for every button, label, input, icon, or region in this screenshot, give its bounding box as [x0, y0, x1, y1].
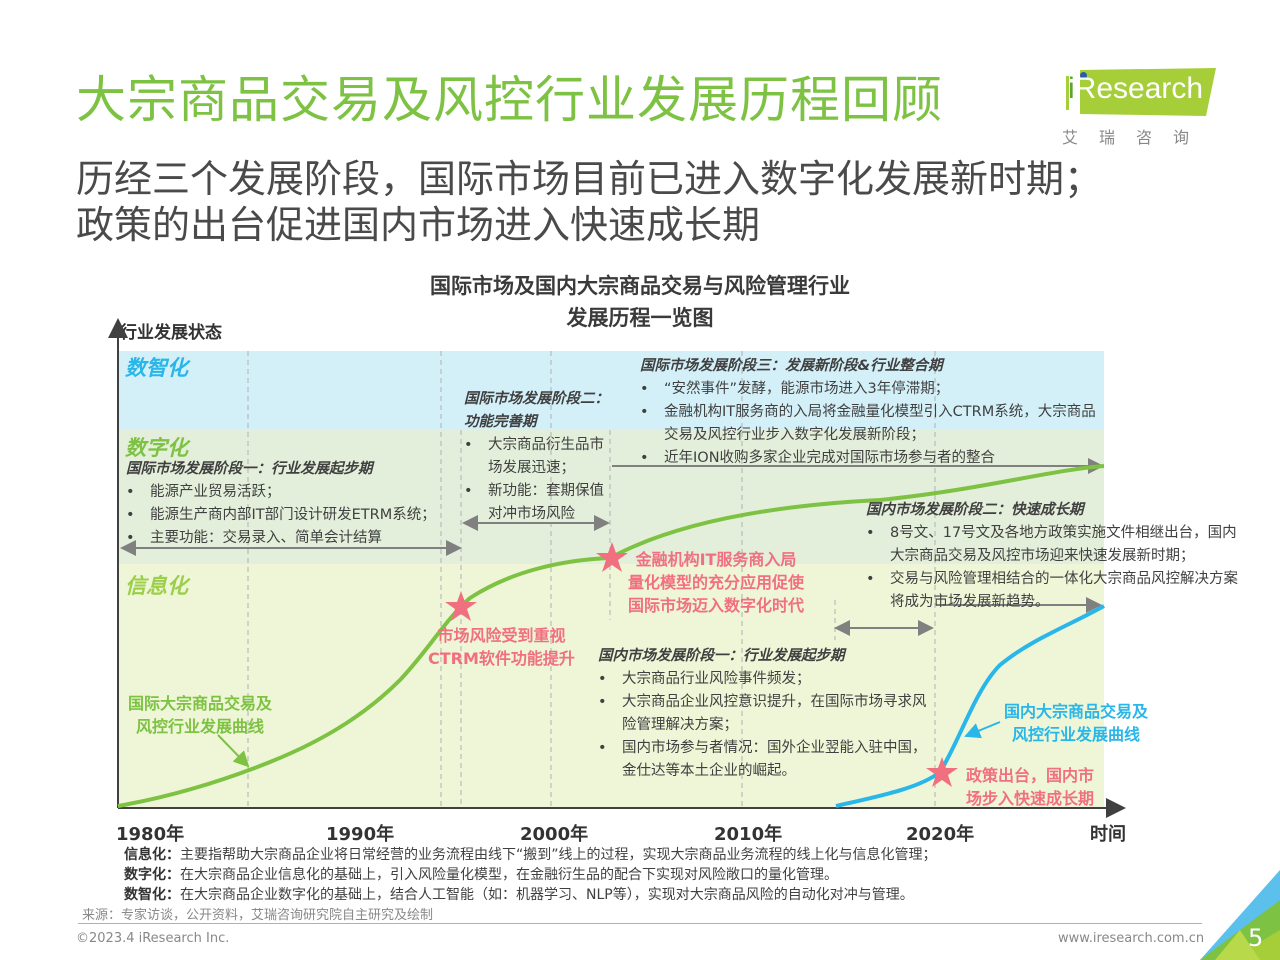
source-note: 来源：专家访谈，公开资料，艾瑞咨询研究院自主研究及绘制 [82, 908, 434, 923]
footer-divider [78, 923, 1202, 924]
definitions: 信息化：主要指帮助大宗商品企业将日常经营的业务流程由线下“搬到”线上的过程，实现… [124, 845, 937, 905]
domestic-stage1-heading: 国内市场发展阶段一：行业发展起步期 [598, 648, 845, 664]
domestic-stage2-item: 8号文、17号文及各地方政策实施文件相继出台，国内大宗商品交易及风控市场迎来快速… [866, 522, 1246, 568]
intl-stage1-item: 主要功能：交易录入、简单会计结算 [126, 527, 466, 550]
x-tick-2000: 2000年 [520, 824, 589, 845]
subtitle-line-2: 政策的出台促进国内市场进入快速成长期 [76, 203, 761, 247]
logo-chinese-name: 艾瑞咨询 [1062, 128, 1211, 147]
logo-parallelogram-icon [1066, 68, 1216, 116]
intl-stage3-block: 国际市场发展阶段三：发展新阶段&行业整合期 “安然事件”发酵，能源市场进入3年停… [640, 355, 1100, 470]
page-subtitle: 历经三个发展阶段，国际市场目前已进入数字化发展新时期； 政策的出台促进国内市场进… [76, 156, 1102, 248]
website-link[interactable]: www.iresearch.com.cn [1058, 931, 1205, 946]
x-tick-1980: 1980年 [116, 824, 185, 845]
page-number: 5 [1248, 924, 1264, 952]
intl-stage3-item: 近年ION收购多家企业完成对国际市场参与者的整合 [640, 447, 1100, 470]
domestic-stage1-item: 大宗商品行业风险事件频发； [598, 668, 928, 691]
definition-smart: 数智化：在大宗商品企业数字化的基础上，结合人工智能（如：机器学习、NLP等），实… [124, 887, 914, 903]
x-axis-label: 时间 [1090, 824, 1126, 845]
y-axis-label: 行业发展状态 [120, 323, 222, 343]
intl-stage1-heading: 国际市场发展阶段一：行业发展起步期 [126, 461, 373, 477]
band-label-info: 信息化 [125, 574, 188, 598]
band-label-smart: 数智化 [125, 356, 188, 380]
intl-stage3-item: “安然事件”发酵，能源市场进入3年停滞期； [640, 378, 1100, 401]
intl-stage2-item: 新功能：套期保值对冲市场风险 [464, 480, 610, 526]
intl-stage2-heading-1: 国际市场发展阶段二： [464, 391, 609, 407]
intl-stage1-item: 能源生产商内部IT部门设计研发ETRM系统； [126, 504, 466, 527]
intl-stage3-item: 金融机构IT服务商的入局将金融量化模型引入CTRM系统，大宗商品交易及风控行业步… [640, 401, 1100, 447]
domestic-stage1-block: 国内市场发展阶段一：行业发展起步期 大宗商品行业风险事件频发； 大宗商品企业风控… [598, 645, 928, 783]
domestic-stage2-block: 国内市场发展阶段二：快速成长期 8号文、17号文及各地方政策实施文件相继出台，国… [866, 499, 1246, 614]
domestic-stage1-item: 国内市场参与者情况：国外企业翌能入驻中国，金仕达等本土企业的崛起。 [598, 737, 928, 783]
intl-stage1-item: 能源产业贸易活跃； [126, 481, 466, 504]
subtitle-line-1: 历经三个发展阶段，国际市场目前已进入数字化发展新时期； [76, 157, 1103, 201]
band-label-digital: 数字化 [125, 436, 188, 460]
page-title: 大宗商品交易及风控行业发展历程回顾 [76, 71, 943, 129]
definition-digital: 数字化：在大宗商品企业信息化的基础上，引入风险量化模型，在金融衍生品的配合下实现… [124, 867, 838, 883]
domestic-stage2-heading: 国内市场发展阶段二：快速成长期 [866, 502, 1084, 518]
x-tick-2010: 2010年 [714, 824, 783, 845]
iresearch-logo: iResearch 艾瑞咨询 [1058, 68, 1218, 148]
milestone-1-callout: 市场风险受到重视 CTRM软件功能提升 [428, 626, 575, 668]
corner-decoration-icon [1200, 870, 1280, 960]
milestone-3-callout: 政策出台，国内市 场步入快速成长期 [966, 766, 1095, 808]
intl-stage3-heading: 国际市场发展阶段三：发展新阶段&行业整合期 [640, 358, 943, 374]
logo-wordmark: iResearch [1068, 72, 1204, 105]
intl-stage1-block: 国际市场发展阶段一：行业发展起步期 能源产业贸易活跃； 能源生产商内部IT部门设… [126, 458, 466, 550]
diagram-title: 国际市场及国内大宗商品交易与风险管理行业 发展历程一览图 [430, 274, 850, 330]
intl-stage2-item: 大宗商品衍生品市场发展迅速； [464, 434, 610, 480]
domestic-stage2-item: 交易与风险管理相结合的一体化大宗商品风控解决方案将成为市场发展新趋势。 [866, 568, 1246, 614]
copyright: ©2023.4 iResearch Inc. [76, 931, 230, 946]
intl-curve-label: 国际大宗商品交易及 风控行业发展曲线 [128, 694, 273, 736]
intl-stage2-block: 国际市场发展阶段二： 功能完善期 大宗商品衍生品市场发展迅速； 新功能：套期保值… [464, 388, 610, 526]
x-tick-1990: 1990年 [326, 824, 395, 845]
logo-dot-icon [1080, 72, 1087, 79]
x-tick-2020: 2020年 [906, 824, 975, 845]
intl-stage2-heading-2: 功能完善期 [464, 414, 537, 430]
domestic-curve-label: 国内大宗商品交易及 风控行业发展曲线 [1004, 702, 1149, 744]
definition-info: 信息化：主要指帮助大宗商品企业将日常经营的业务流程由线下“搬到”线上的过程，实现… [124, 847, 937, 863]
domestic-stage1-item: 大宗商品企业风控意识提升，在国际市场寻求风险管理解决方案； [598, 691, 928, 737]
milestone-2-callout: 金融机构IT服务商入局 量化模型的充分应用促使 国际市场迈入数字化时代 [628, 550, 805, 615]
